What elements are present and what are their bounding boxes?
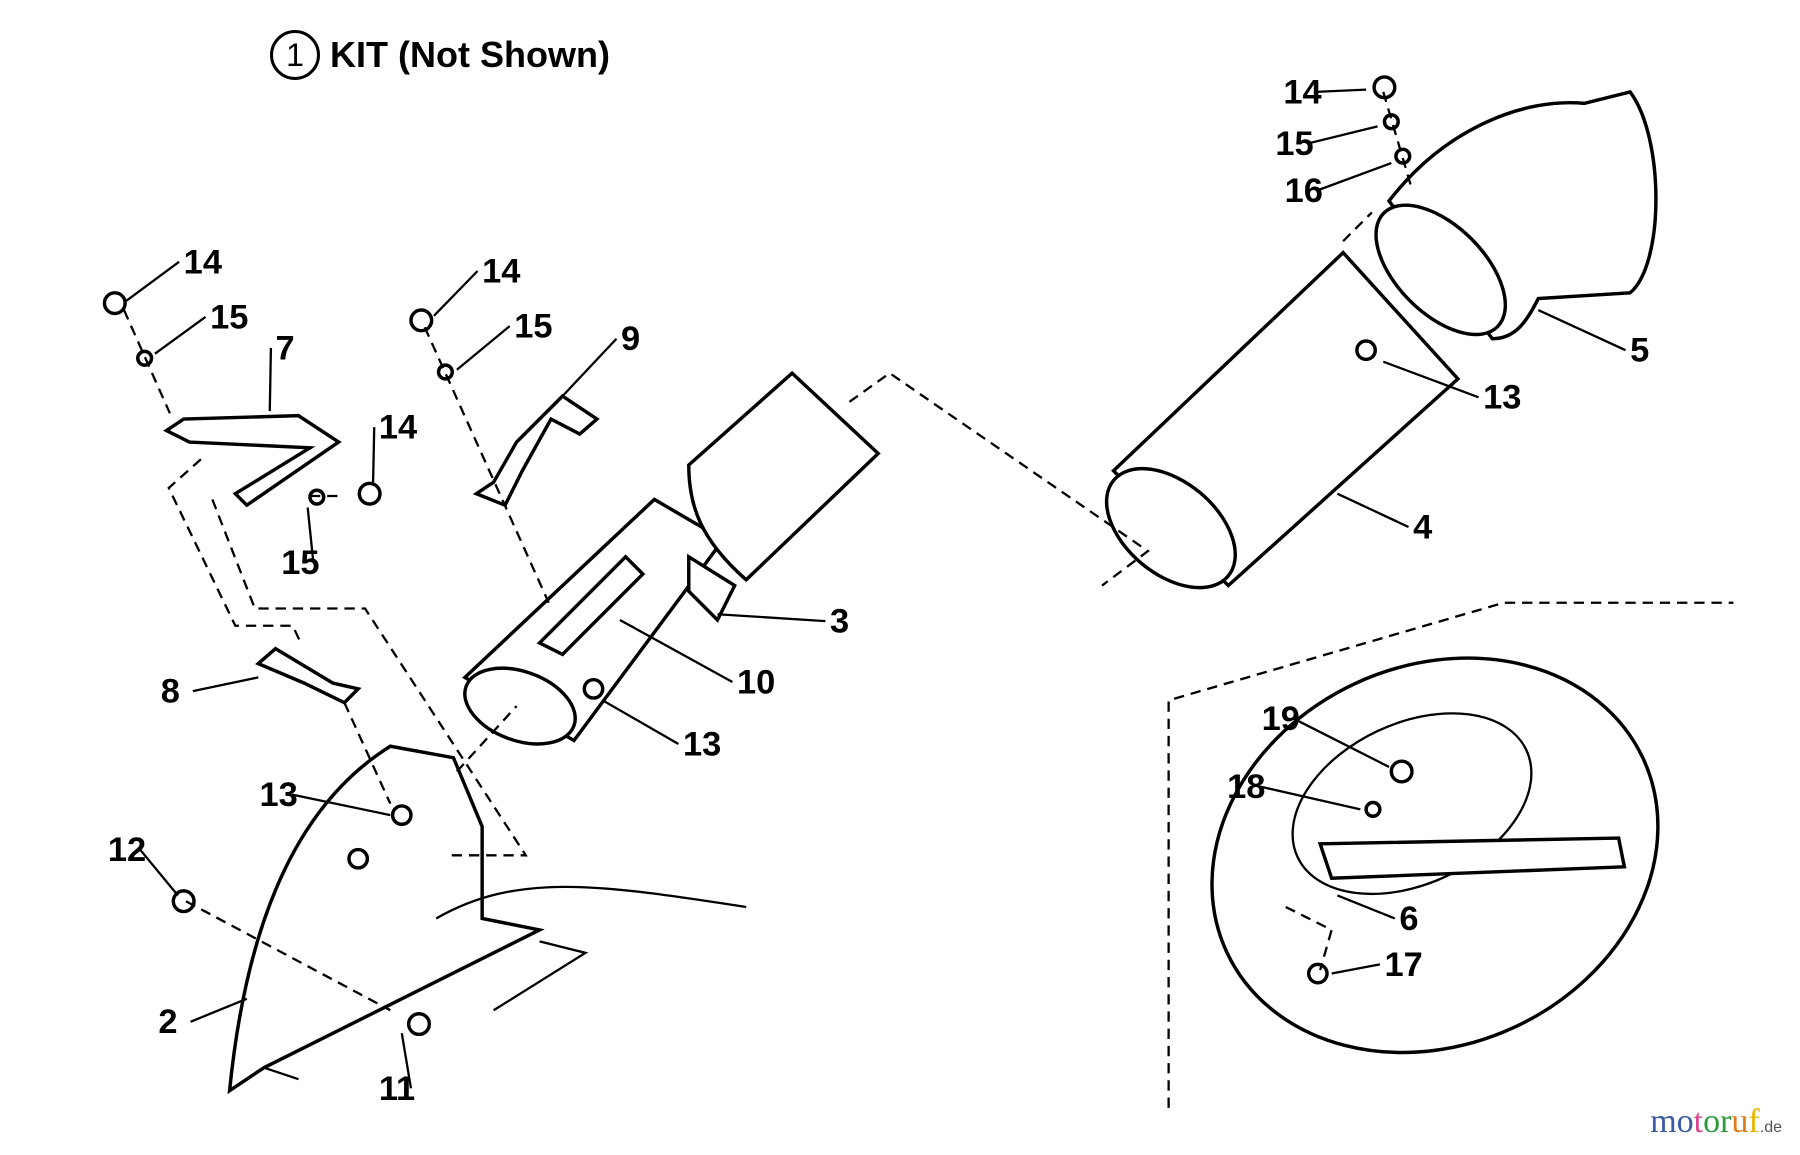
callout-leader [268,347,273,412]
callout-11: 11 [379,1070,415,1108]
callout-leader [561,337,618,397]
callout-5: 5 [1630,332,1649,370]
callout-leader [125,260,180,302]
callout-9: 9 [621,320,640,358]
callout-leader [1307,125,1378,145]
watermark-suffix: .de [1759,1119,1782,1136]
callout-leader [1336,894,1396,920]
callout-15: 15 [210,298,248,336]
callout-14: 14 [482,252,520,290]
callout-3: 3 [830,603,849,641]
callout-15: 15 [514,308,552,346]
part-tube-end [1104,466,1237,590]
callout-19: 19 [1262,700,1300,738]
watermark-letter: f [1748,1103,1760,1140]
callout-14: 14 [1283,73,1321,111]
callout-15: 15 [281,544,319,582]
watermark-letter: o [1703,1103,1721,1140]
callout-leader [717,613,826,623]
part-bracket-10 [536,554,646,657]
callout-7: 7 [276,329,295,367]
part-chute-elbow [687,370,881,583]
callout-leader [1336,492,1410,529]
kit-title: 1 KIT (Not Shown) [270,30,610,80]
callout-6: 6 [1399,900,1418,938]
callout-14: 14 [379,409,417,447]
callout-leader [154,315,207,355]
callout-leader [1316,162,1392,192]
callout-17: 17 [1384,946,1422,984]
callout-leader [139,848,179,897]
callout-leader [400,1033,413,1089]
callout-10: 10 [737,663,775,701]
kit-title-text: KIT (Not Shown) [330,34,610,75]
callout-13: 13 [683,725,721,763]
callout-2: 2 [158,1003,177,1041]
callout-leader [1537,308,1626,352]
callout-leader [1382,360,1479,399]
callout-16: 16 [1285,172,1323,210]
callout-leader [1293,717,1390,768]
hardware-nuts [102,75,1414,1037]
callout-8: 8 [161,673,180,711]
callout-leader [456,325,511,371]
watermark-letter: m [1650,1103,1677,1140]
callout-13: 13 [1483,379,1521,417]
part-chute-collar [687,553,737,623]
callout-leader [190,997,248,1023]
callout-14: 14 [184,243,222,281]
callout-leader [433,270,479,317]
part-bracket-7 [163,413,342,508]
callout-leader [1315,88,1367,94]
callout-13: 13 [259,776,297,814]
callout-leader [619,618,733,683]
callout-leader [371,427,376,483]
part-bracket-8 [255,646,362,705]
callout-12: 12 [108,831,146,869]
kit-number-circle: 1 [270,30,320,80]
callout-leader [1259,785,1361,811]
watermark-logo: motoruf.de [1650,1103,1782,1141]
watermark-letter: t [1693,1103,1704,1140]
watermark-letter: r [1720,1103,1732,1140]
part-bracket-9 [472,393,600,508]
callout-leader [291,793,391,817]
part-housing-inner [1291,712,1533,896]
watermark-letter: o [1676,1103,1694,1140]
callout-leader [602,699,680,745]
callout-4: 4 [1413,508,1432,546]
part-lower-chute-end [463,666,577,746]
watermark-letter: u [1731,1103,1749,1140]
callout-leader [1331,963,1381,975]
callout-leader [306,507,315,563]
callout-15: 15 [1275,125,1313,163]
part-blade [1317,836,1627,881]
part-deck-outline [263,885,747,1081]
callout-leader [192,676,259,693]
callout-18: 18 [1227,768,1265,806]
part-spout-ring [1374,203,1508,337]
assembly-dashed-lines [122,91,1734,1108]
